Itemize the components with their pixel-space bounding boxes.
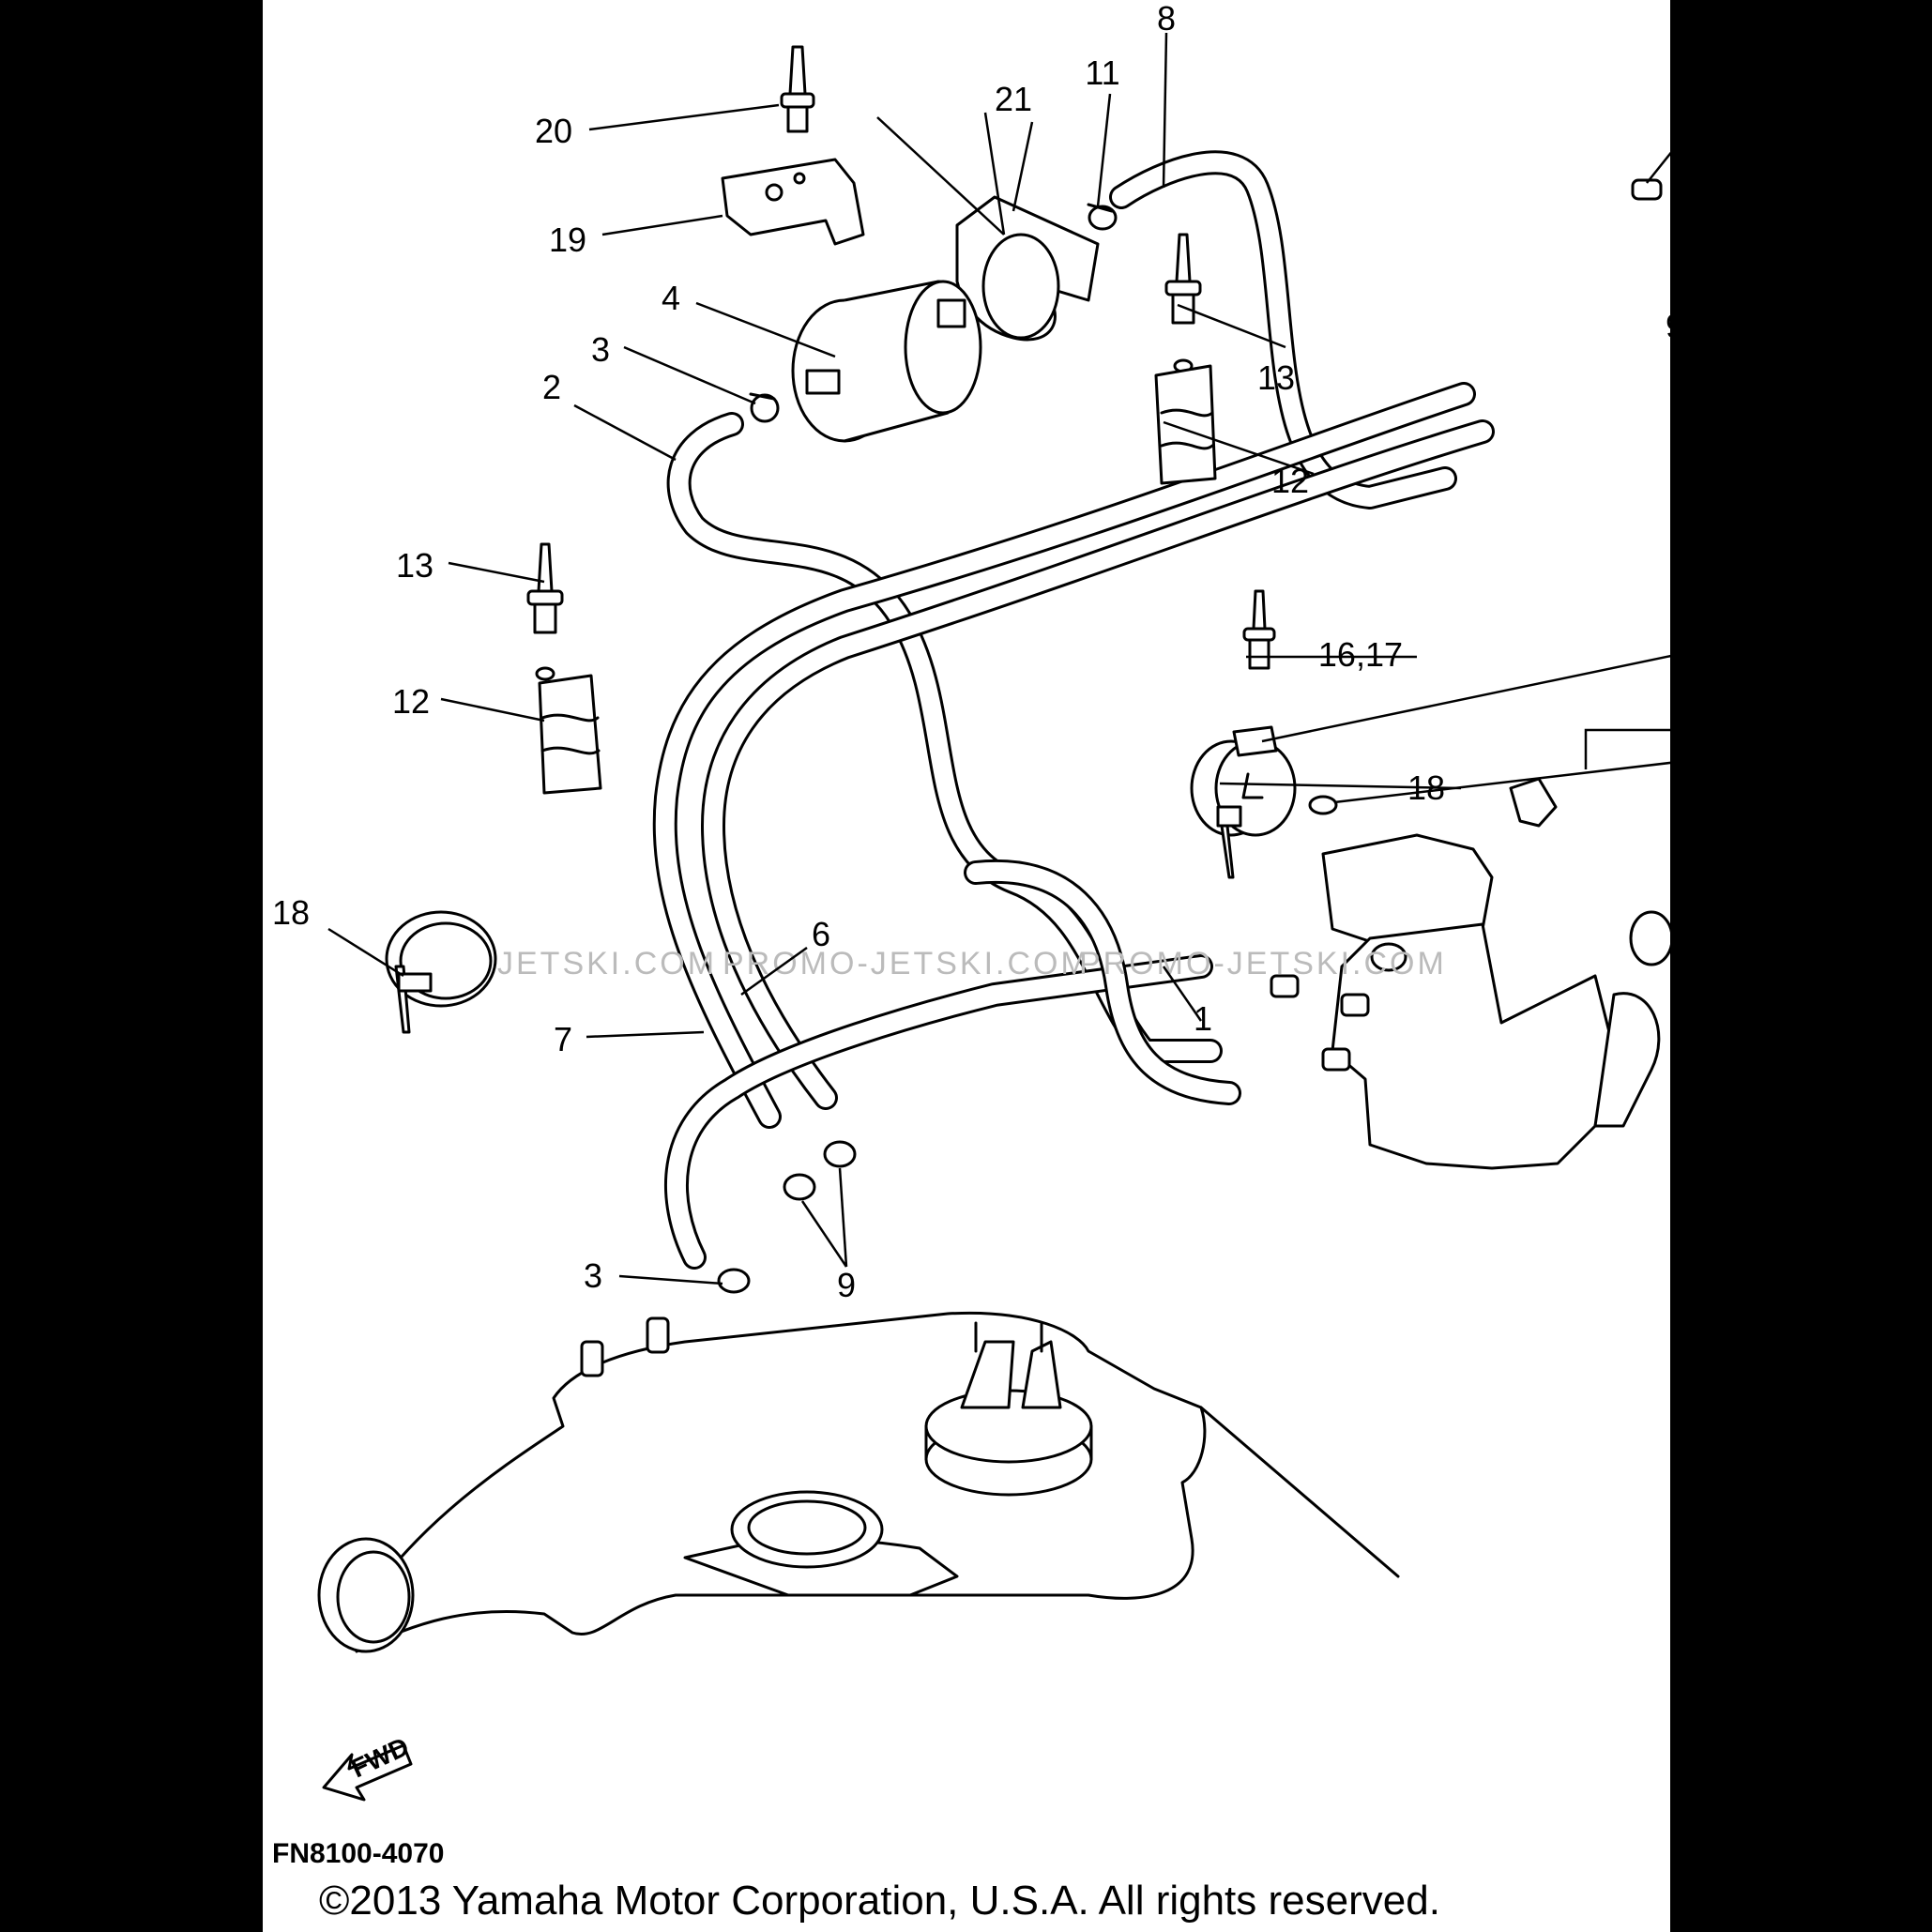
carburetor (1270, 777, 1670, 1170)
hose-clamp-12-right (1154, 364, 1217, 485)
callout-3-upper: 3 (591, 330, 610, 369)
filter-holder-21 (955, 195, 1100, 342)
callout-7: 7 (554, 1020, 572, 1058)
callout-3-lower: 3 (584, 1256, 602, 1295)
forward-arrow: FWD (322, 1731, 413, 1802)
rivet-13-left (526, 542, 564, 681)
clamp-14-and-band-18 (1190, 725, 1297, 879)
screw-16-17 (1242, 589, 1276, 670)
callout-13-left: 13 (396, 546, 434, 585)
fuel-system-diagram: FWD JETSKI.COM PROMO-JETSKI.COM PROMO-JE… (272, 0, 1670, 1924)
clips-9-lower (783, 1140, 857, 1201)
callout-9-lower: 9 (837, 1266, 856, 1304)
callout-labels: 20 19 21 11 8 4 3 2 13 12 23 24 10 22 5 … (272, 0, 1670, 1304)
callout-11: 11 (1085, 53, 1119, 92)
leader-lines (327, 32, 1670, 1285)
bracket-19 (721, 158, 865, 246)
callout-20: 20 (535, 112, 572, 150)
callout-19: 19 (549, 221, 586, 259)
clip-3-upper (749, 392, 780, 423)
washer-15 (1308, 795, 1338, 815)
callout-21: 21 (995, 80, 1032, 118)
hose-clamp-12-left (538, 674, 602, 795)
bolt-23 (1631, 178, 1663, 201)
callout-12-right: 12 (1271, 462, 1309, 500)
callout-18-left: 18 (272, 893, 310, 932)
fuel-tank (317, 1311, 1400, 1653)
fuel-filter-4 (791, 280, 982, 443)
valve-assembly (1631, 178, 1663, 201)
copyright-notice: ©2013 Yamaha Motor Corporation, U.S.A. A… (319, 1878, 1440, 1924)
callout-1: 1 (1194, 999, 1212, 1038)
watermark-right: PROMO-JETSKI.COM (1079, 946, 1447, 981)
hose-group (652, 150, 1495, 1270)
callout-9-right-upper: 9 (1666, 307, 1670, 345)
watermark-left: JETSKI.COM (497, 946, 717, 981)
clip-11 (1087, 203, 1118, 231)
callout-13-right: 13 (1257, 358, 1295, 397)
clip-3-lower (717, 1268, 751, 1294)
rivet-13-right (1164, 233, 1202, 373)
callout-18-right: 18 (1407, 768, 1445, 807)
callout-2: 2 (542, 368, 561, 406)
callout-16-17: 16,17 (1318, 635, 1403, 674)
rivet-20 (780, 45, 815, 133)
diagram-sheet: FWD JETSKI.COM PROMO-JETSKI.COM PROMO-JE… (263, 0, 1670, 1932)
callout-12-left: 12 (392, 682, 430, 721)
callout-8: 8 (1157, 0, 1176, 38)
band-18-left (385, 910, 497, 1034)
drawing-code: FN8100-4070 (272, 1838, 444, 1869)
callout-4: 4 (662, 279, 680, 317)
watermark-center: PROMO-JETSKI.COM (723, 946, 1090, 981)
callout-6: 6 (812, 915, 830, 953)
